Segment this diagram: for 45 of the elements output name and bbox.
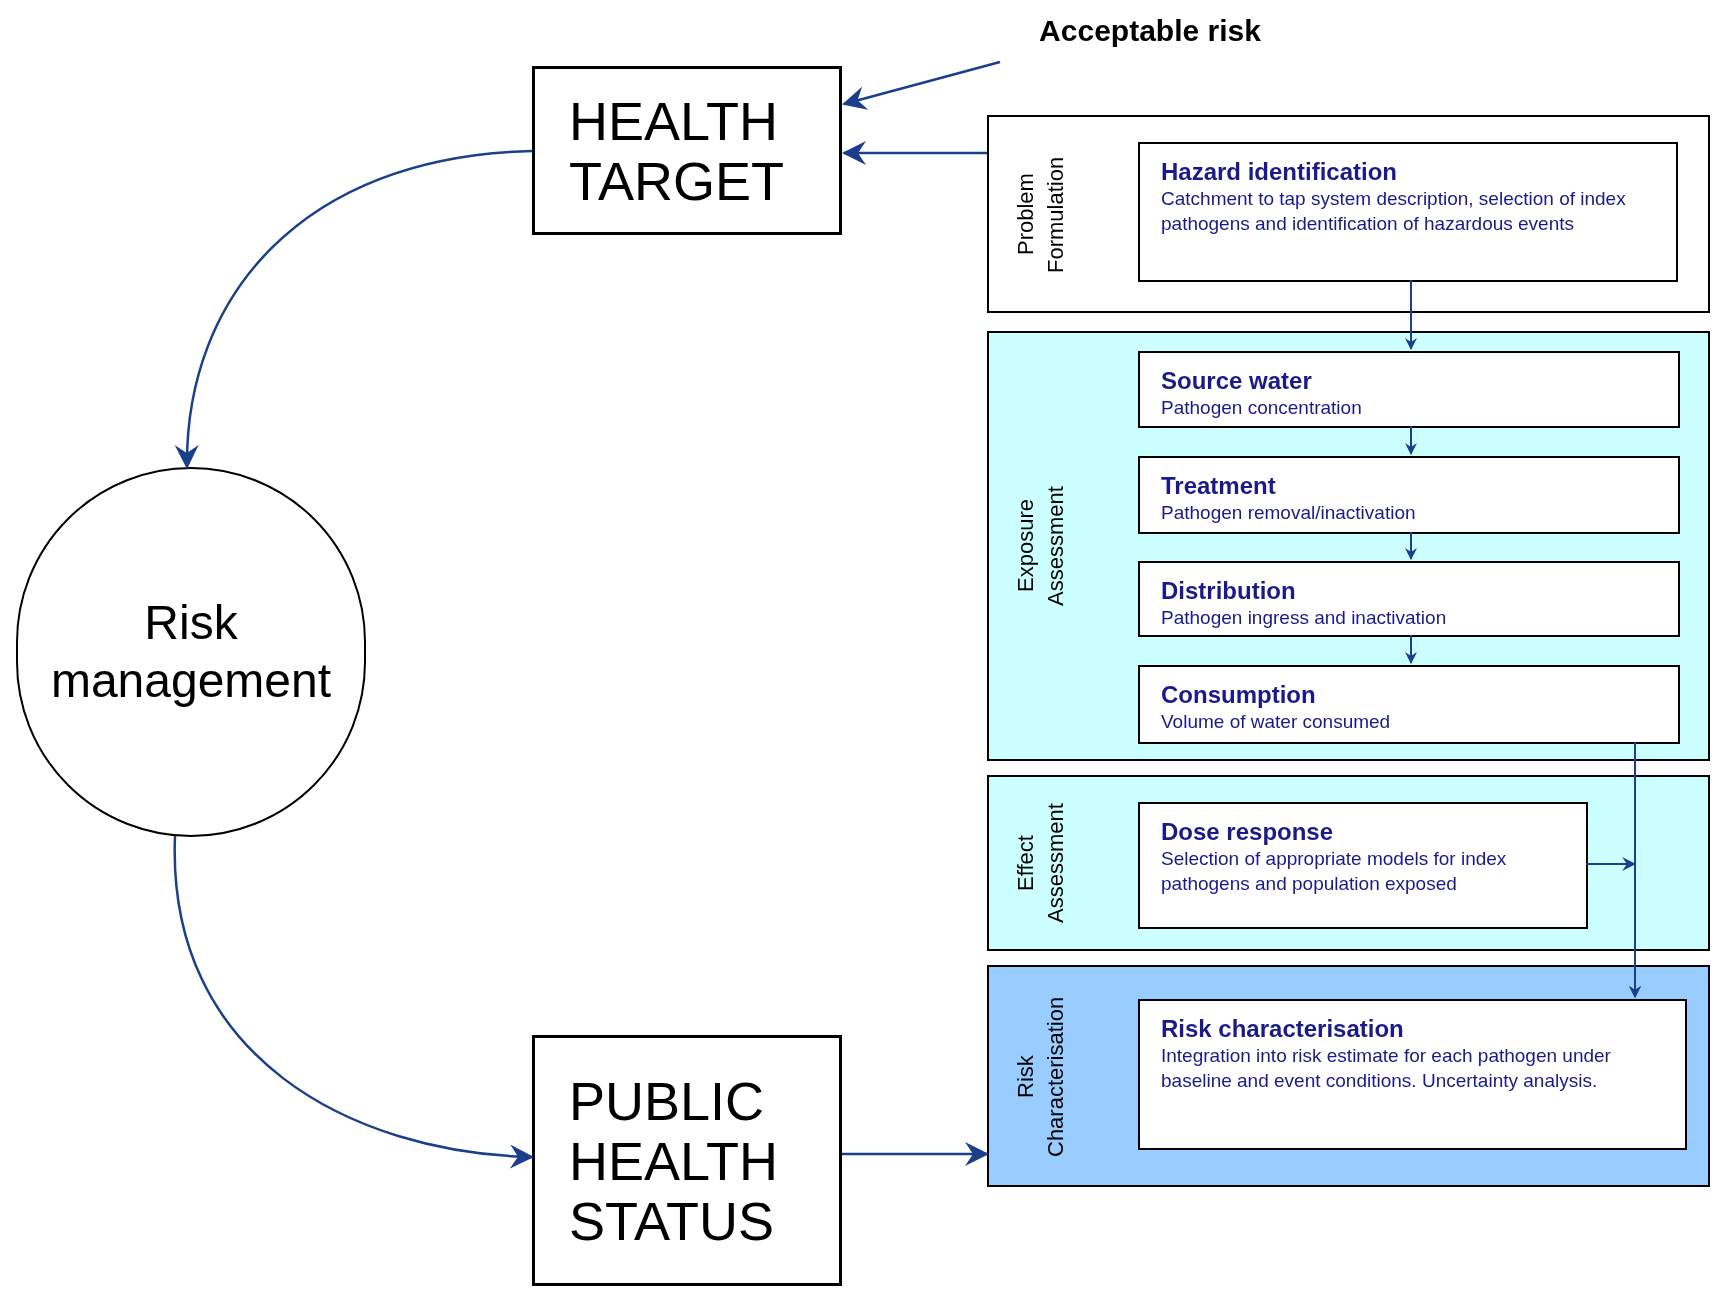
target-box	[532, 66, 842, 235]
step-box	[1138, 561, 1680, 637]
target-box	[532, 1035, 842, 1286]
circle-title: Risk management	[49, 595, 333, 709]
band-label: Risk Characterisation	[1012, 994, 1069, 1159]
band-label: Exposure Assessment	[1012, 485, 1069, 608]
step-box	[1138, 802, 1588, 929]
step-box	[1138, 999, 1687, 1150]
arrow	[176, 149, 533, 469]
step-title: Consumption	[1161, 681, 1317, 709]
step-box	[1138, 665, 1680, 744]
stage-band	[987, 775, 1710, 951]
note-text: Acceptable risk	[1039, 12, 1261, 49]
step-title: Source water	[1161, 367, 1313, 395]
step-description: Integration into risk estimate for each pathogen under baseline and event conditions. Uncertainty analysis.	[1161, 1044, 1612, 1093]
box-title: PUBLIC HEALTH STATUS	[569, 1070, 780, 1251]
stage-band	[987, 965, 1710, 1187]
band-label: Effect Assessment	[1012, 802, 1069, 925]
step-description: Pathogen removal/inactivation	[1161, 501, 1417, 525]
step-description: Pathogen concentration	[1161, 396, 1363, 420]
step-description: Selection of appropriate models for index pathogens and population exposed	[1161, 847, 1508, 896]
arrow	[173, 835, 534, 1168]
step-description: Pathogen ingress and inactivation	[1161, 606, 1448, 630]
step-description: Catchment to tap system description, selection of index pathogens and identification of hazardous events	[1161, 187, 1627, 236]
stage-band	[987, 331, 1710, 761]
step-title: Dose response	[1161, 818, 1335, 846]
arrow	[1405, 279, 1417, 350]
step-box	[1138, 142, 1678, 282]
step-title: Treatment	[1161, 472, 1277, 500]
step-title: Distribution	[1161, 577, 1297, 605]
step-title: Hazard identification	[1161, 158, 1399, 186]
arrow	[1585, 857, 1641, 998]
arrow	[1405, 425, 1417, 455]
arrow	[842, 60, 1001, 110]
stage-band	[987, 115, 1710, 313]
step-title: Risk characterisation	[1161, 1015, 1405, 1043]
box-title: HEALTH TARGET	[569, 90, 785, 211]
step-box	[1138, 351, 1680, 428]
arrow	[842, 1142, 989, 1166]
arrow	[842, 141, 987, 165]
band-label: Problem Formulation	[1012, 154, 1069, 275]
step-description: Volume of water consumed	[1161, 710, 1392, 734]
arrow	[1405, 531, 1417, 560]
step-box	[1138, 456, 1680, 534]
arrow	[1405, 634, 1417, 664]
